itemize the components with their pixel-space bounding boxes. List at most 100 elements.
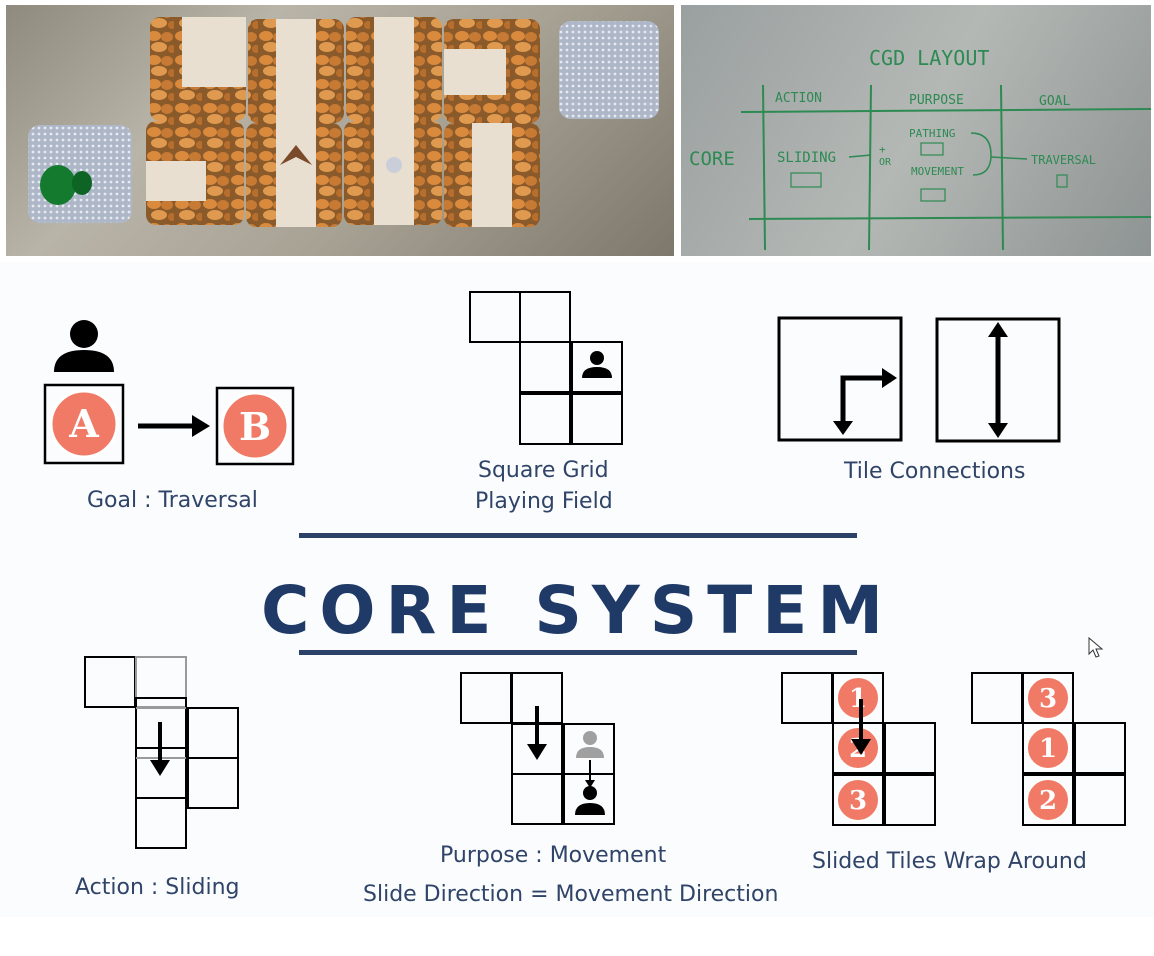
whiteboard-purpose-movement: MOVEMENT — [911, 165, 964, 178]
grid-cell — [781, 672, 833, 724]
grid-cell — [519, 291, 571, 343]
person-ghost-icon — [576, 731, 604, 758]
tile-prototype-illustration — [28, 17, 659, 227]
grid-cell — [571, 393, 623, 445]
end-letter: B — [239, 404, 271, 449]
mouse-cursor-icon — [1088, 636, 1104, 658]
arrow-head — [851, 739, 871, 755]
grid-cell — [1074, 774, 1126, 826]
arrow-head — [833, 421, 853, 435]
end-badge — [220, 391, 290, 461]
grid-caption-line1: Square Grid — [478, 458, 609, 483]
player-token — [72, 171, 92, 195]
corner-tile — [777, 316, 903, 442]
title-rule-top — [299, 533, 857, 538]
grid-cell-faded — [135, 656, 187, 708]
grid-cell — [519, 341, 571, 393]
grid-cell — [84, 656, 136, 708]
before-tile-1: 1 — [849, 684, 867, 714]
tile-row-bottom — [146, 121, 540, 227]
whiteboard-line — [740, 108, 1152, 113]
grid-cell — [519, 393, 571, 445]
number-badge — [1026, 726, 1070, 770]
grid-cell — [187, 757, 239, 809]
after-tile-1: 3 — [1039, 684, 1057, 714]
grid-cell — [571, 341, 623, 393]
grid-caption-line2: Playing Field — [475, 489, 613, 514]
straight-tile — [935, 317, 1061, 443]
player-token — [40, 165, 76, 205]
grid-cell — [884, 722, 936, 774]
start-letter: A — [68, 401, 99, 446]
whiteboard-or: OR — [879, 157, 892, 168]
number-badge — [836, 676, 880, 720]
sliding-diagram — [84, 656, 239, 849]
after-tile-2: 1 — [1039, 734, 1057, 764]
person-icon — [582, 351, 612, 378]
whiteboard-arrow — [848, 154, 872, 158]
arrow-head — [585, 780, 595, 788]
action-caption: Action : Sliding — [75, 875, 240, 900]
after-tile-3: 2 — [1039, 786, 1057, 816]
grid-cell — [469, 291, 521, 343]
whiteboard-sketch: CGD LAYOUT ACTION PURPOSE GOAL CORE SLID… — [689, 46, 1152, 251]
wrap-around-diagram: 1 2 3 3 1 2 — [781, 672, 1126, 826]
movement-diagram — [460, 672, 615, 825]
whiteboard-action: SLIDING — [777, 150, 836, 166]
grid-cell — [1022, 774, 1074, 826]
connections-caption: Tile Connections — [844, 459, 1026, 484]
number-badge — [1026, 778, 1070, 822]
arrow-right-icon — [138, 415, 210, 437]
whiteboard-line — [868, 84, 872, 251]
whiteboard-tile-sketch — [790, 172, 822, 188]
title-rule-bottom — [299, 650, 857, 655]
whiteboard-tile-sketch — [920, 188, 946, 202]
whiteboard-line — [748, 216, 1152, 220]
start-badge — [49, 389, 119, 459]
square-grid-diagram — [469, 291, 623, 445]
whiteboard-line — [762, 84, 766, 251]
arrow-head — [988, 322, 1008, 337]
grid-cell — [832, 774, 884, 826]
whiteboard-purpose-pathing: PATHING — [909, 127, 955, 140]
person-icon — [575, 786, 605, 815]
corner-arrow-icon — [840, 375, 886, 425]
core-system-title: CORE SYSTEM — [260, 572, 894, 649]
tile-prototype-photo — [6, 5, 674, 256]
whiteboard-plus: + — [879, 143, 886, 156]
grid-cell — [1074, 722, 1126, 774]
person-icon — [54, 320, 114, 372]
whiteboard-tile-sketch — [920, 142, 944, 156]
whiteboard-arrow — [990, 156, 1028, 160]
whiteboard-tile-sketch — [1056, 174, 1068, 188]
end-tile — [215, 386, 295, 466]
whiteboard-goal: TRAVERSAL — [1031, 153, 1096, 167]
wrap-caption: Slided Tiles Wrap Around — [812, 849, 1087, 874]
number-badge — [836, 778, 880, 822]
whiteboard-col-action: ACTION — [775, 91, 822, 106]
goal-caption: Goal : Traversal — [87, 488, 258, 513]
whiteboard-col-goal: GOAL — [1039, 94, 1070, 109]
grid-cell — [187, 707, 239, 759]
number-badge — [1026, 676, 1070, 720]
start-tile — [43, 383, 125, 465]
whiteboard-line — [1000, 84, 1004, 251]
whiteboard-photo: CGD LAYOUT ACTION PURPOSE GOAL CORE SLID… — [681, 5, 1152, 256]
purpose-caption: Purpose : Movement — [440, 843, 667, 868]
arrow-head — [150, 760, 170, 776]
grid-cell — [832, 722, 884, 774]
tile-connections-diagram — [777, 316, 1061, 443]
whiteboard-col-purpose: PURPOSE — [909, 93, 964, 108]
whiteboard-brace — [970, 132, 992, 176]
grid-cell — [460, 672, 512, 724]
whiteboard-row-core: CORE — [689, 148, 735, 170]
before-tile-3: 3 — [849, 786, 867, 816]
grid-cell — [511, 773, 563, 825]
arrow-head — [882, 368, 897, 388]
grid-cell — [971, 672, 1023, 724]
grid-cell — [1022, 722, 1074, 774]
card-back — [559, 21, 659, 119]
goal-diagram: A B — [43, 320, 295, 466]
arrow-head — [988, 423, 1008, 438]
grid-cell — [135, 797, 187, 849]
